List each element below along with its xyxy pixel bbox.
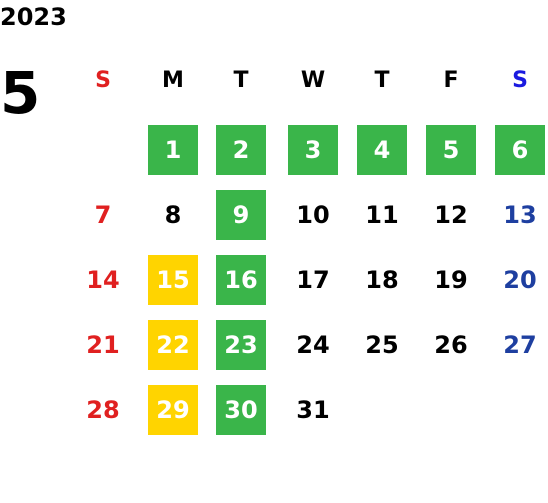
day-cell-10[interactable]: 10 <box>296 201 330 229</box>
weekday-sun: S <box>95 68 111 93</box>
month-number: 5 <box>0 59 41 127</box>
day-cell-13[interactable]: 13 <box>503 201 537 229</box>
day-cell-17[interactable]: 17 <box>296 266 330 294</box>
day-cell-28[interactable]: 28 <box>86 396 120 424</box>
day-cell-20[interactable]: 20 <box>503 266 537 294</box>
day-cell-24[interactable]: 24 <box>296 331 330 359</box>
weekday-wed: W <box>300 68 326 93</box>
weekday-fri: F <box>443 68 459 93</box>
day-cell-11[interactable]: 11 <box>365 201 399 229</box>
day-cell-12[interactable]: 12 <box>434 201 468 229</box>
day-cell-15[interactable]: 15 <box>148 255 198 305</box>
day-cell-16[interactable]: 16 <box>216 255 266 305</box>
day-cell-25[interactable]: 25 <box>365 331 399 359</box>
weekday-tue: T <box>233 68 249 93</box>
day-cell-23[interactable]: 23 <box>216 320 266 370</box>
day-cell-1[interactable]: 1 <box>148 125 198 175</box>
day-cell-7[interactable]: 7 <box>94 201 112 229</box>
day-cell-6[interactable]: 6 <box>495 125 545 175</box>
day-cell-30[interactable]: 30 <box>216 385 266 435</box>
weekday-thu: T <box>374 68 390 93</box>
year-label: 2023 <box>0 3 67 31</box>
day-cell-5[interactable]: 5 <box>426 125 476 175</box>
day-cell-18[interactable]: 18 <box>365 266 399 294</box>
weekday-sat: S <box>512 68 528 93</box>
day-cell-26[interactable]: 26 <box>434 331 468 359</box>
day-cell-14[interactable]: 14 <box>86 266 120 294</box>
day-cell-9[interactable]: 9 <box>216 190 266 240</box>
day-cell-31[interactable]: 31 <box>296 396 330 424</box>
day-cell-19[interactable]: 19 <box>434 266 468 294</box>
day-cell-3[interactable]: 3 <box>288 125 338 175</box>
day-cell-2[interactable]: 2 <box>216 125 266 175</box>
day-cell-21[interactable]: 21 <box>86 331 120 359</box>
day-cell-29[interactable]: 29 <box>148 385 198 435</box>
day-cell-22[interactable]: 22 <box>148 320 198 370</box>
weekday-mon: M <box>162 68 184 93</box>
day-cell-27[interactable]: 27 <box>503 331 537 359</box>
day-cell-4[interactable]: 4 <box>357 125 407 175</box>
day-cell-8[interactable]: 8 <box>164 201 182 229</box>
